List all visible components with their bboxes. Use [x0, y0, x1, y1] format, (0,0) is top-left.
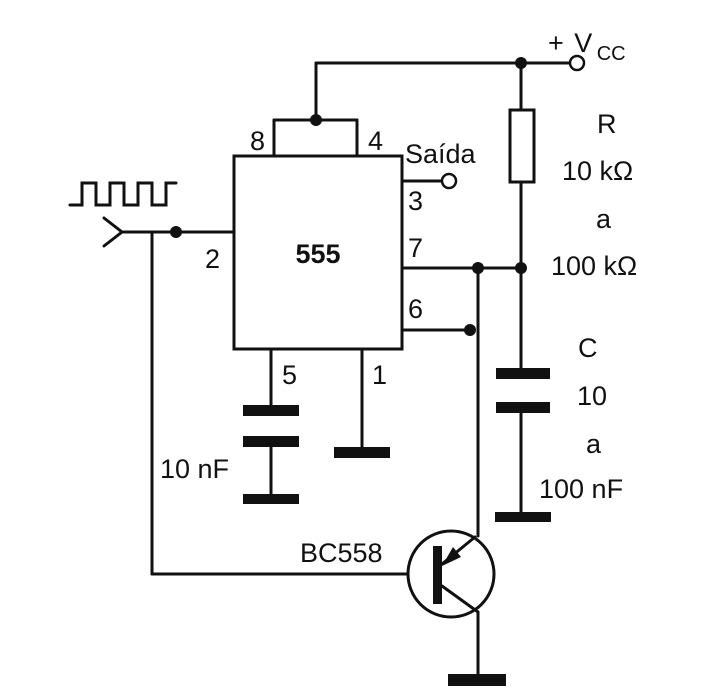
vcc-label: + V CC	[548, 28, 626, 65]
transistor-body	[406, 529, 496, 619]
pin-7-label: 7	[408, 233, 423, 263]
pin-1-ground	[334, 447, 390, 458]
capacitor-min-value: 10	[577, 381, 607, 411]
output-terminal	[440, 172, 458, 190]
resistor-min-value: 10 kΩ	[562, 156, 633, 186]
resistor-range-word: a	[596, 204, 612, 234]
transistor-label: BC558	[300, 538, 383, 568]
pnp-emitter-arrow-icon	[442, 547, 461, 566]
junction-dot	[464, 324, 476, 336]
pin-1-label: 1	[372, 360, 387, 390]
pin-6-label: 6	[408, 294, 423, 324]
transistor-base-bar	[433, 546, 442, 604]
capacitor-max-value: 100 nF	[539, 474, 623, 504]
resistor-max-value: 100 kΩ	[551, 251, 637, 281]
capacitor-range-word: a	[586, 429, 602, 459]
control-cap-plate-top	[243, 405, 299, 416]
resistor-r	[508, 108, 536, 184]
pin-5-label: 5	[282, 360, 297, 390]
square-wave-icon	[68, 181, 178, 207]
vcc-terminal	[568, 54, 586, 72]
transistor-collector-lead	[440, 584, 480, 614]
resistor-name: R	[597, 109, 617, 139]
junction-dot	[310, 114, 322, 126]
capacitor-c-ground	[495, 512, 551, 522]
pin-3-label: 3	[408, 186, 423, 216]
input-arrow-icon	[102, 216, 125, 248]
capacitor-c-plate-bottom	[496, 402, 550, 413]
junction-dot	[170, 226, 182, 238]
capacitor-name: C	[578, 333, 598, 363]
ic-555-body	[232, 154, 404, 351]
pin-4-label: 4	[368, 126, 383, 156]
pin-2-label: 2	[205, 244, 220, 274]
control-cap-value: 10 nF	[160, 454, 229, 484]
control-cap-ground	[243, 494, 299, 504]
capacitor-c-plate-top	[496, 368, 550, 379]
output-label: Saída	[405, 139, 477, 169]
ic-part-label: 555	[295, 239, 340, 269]
control-cap-plate-bottom	[243, 436, 299, 447]
transistor-ground	[448, 674, 506, 686]
pin-8-label: 8	[250, 126, 265, 156]
